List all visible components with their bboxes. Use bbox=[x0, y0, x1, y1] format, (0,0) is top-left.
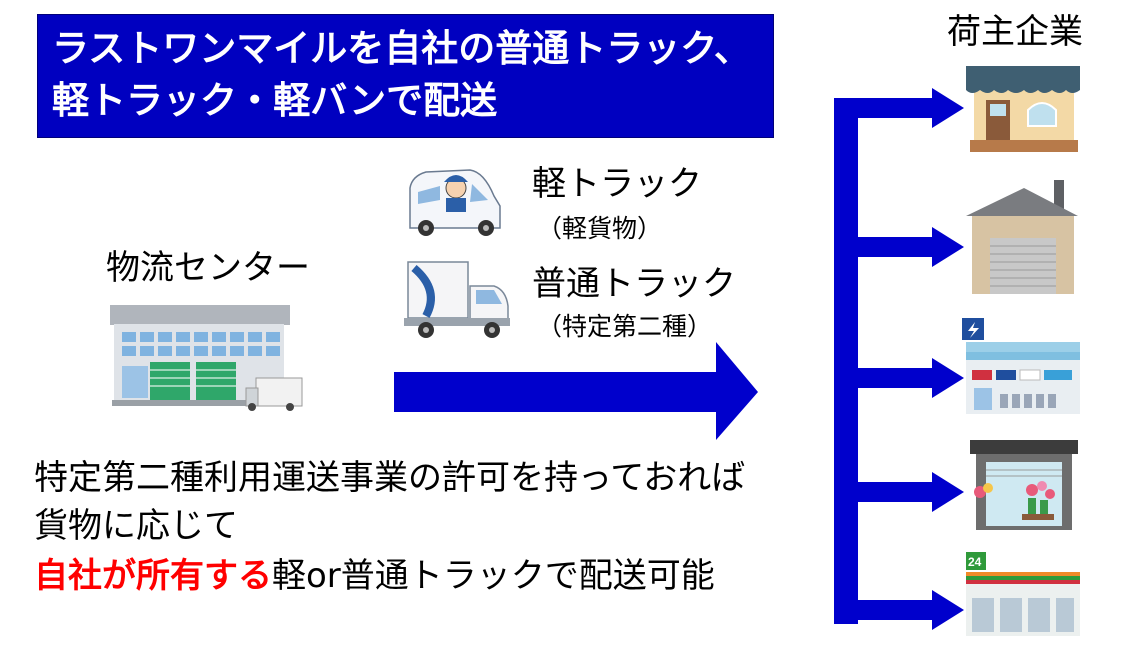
normal-truck-label: 普通トラック bbox=[532, 264, 736, 304]
highlight-text: 自社が所有する bbox=[34, 556, 272, 596]
light-truck-note: （軽貨物） bbox=[537, 214, 663, 243]
shop-icon bbox=[966, 66, 1080, 152]
warehouse-icon bbox=[110, 305, 303, 411]
logistics-center-label: 物流センター bbox=[106, 248, 310, 288]
description-line-3: 自社が所有する軽or普通トラックで配送可能 bbox=[34, 556, 715, 596]
light-van-icon bbox=[409, 169, 501, 236]
description-line-1: 特定第二種利用運送事業の許可を持っておれば bbox=[34, 458, 746, 498]
truck-icon bbox=[404, 261, 510, 338]
shipper-label: 荷主企業 bbox=[947, 12, 1083, 52]
branch-arrow bbox=[834, 358, 964, 398]
branch-arrow bbox=[834, 590, 964, 630]
factory-icon bbox=[966, 180, 1078, 294]
branch-arrow bbox=[834, 472, 964, 512]
description-rest: 軽or普通トラックで配送可能 bbox=[272, 556, 715, 596]
branch-arrow bbox=[834, 227, 964, 267]
store-24-icon: 24 bbox=[966, 552, 1080, 636]
title-line-2: 軽トラック・軽バンで配送 bbox=[52, 79, 498, 122]
branch-arrow bbox=[834, 88, 964, 128]
normal-truck-note: （特定第二種） bbox=[537, 312, 713, 341]
convenience-store-icon bbox=[962, 318, 1080, 414]
distribution-bar bbox=[834, 98, 858, 624]
store-24-sign: 24 bbox=[968, 555, 982, 569]
main-arrow bbox=[394, 342, 758, 440]
light-truck-label: 軽トラック bbox=[532, 164, 702, 204]
description-line-2: 貨物に応じて bbox=[34, 506, 238, 546]
title-box: ラストワンマイルを自社の普通トラック、 軽トラック・軽バンで配送 bbox=[37, 14, 774, 138]
title-line-1: ラストワンマイルを自社の普通トラック、 bbox=[52, 27, 751, 70]
flower-shop-icon bbox=[970, 440, 1078, 530]
